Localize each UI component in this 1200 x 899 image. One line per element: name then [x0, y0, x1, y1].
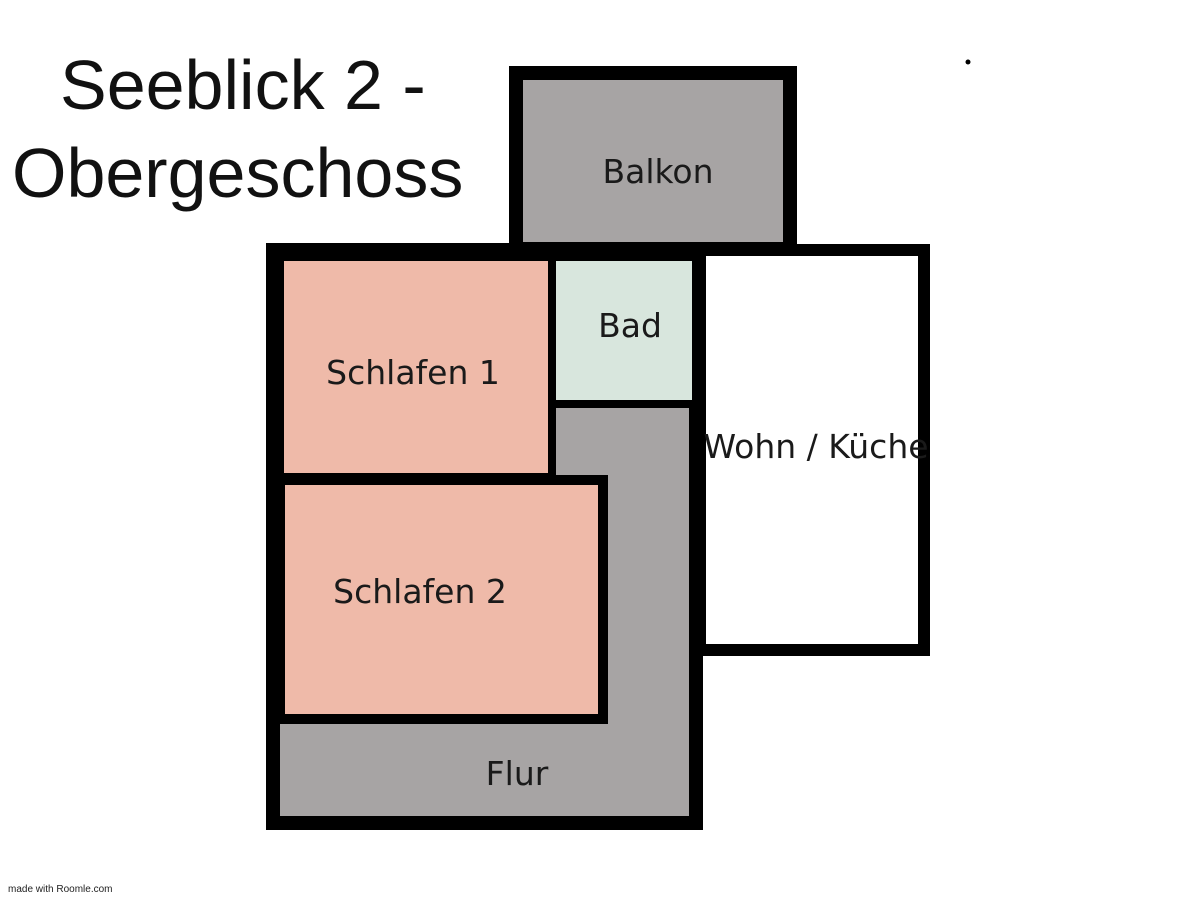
room-schlafen-2 — [275, 475, 608, 724]
label-balkon: Balkon — [602, 152, 713, 191]
plan-title-line-1: Seeblick 2 - — [60, 46, 426, 124]
stray-dot — [965, 59, 971, 65]
label-bad: Bad — [598, 306, 662, 345]
roomle-credit: made with Roomle.com — [8, 884, 113, 895]
room-wohn-kueche — [694, 244, 930, 656]
room-bad — [548, 253, 700, 408]
plan-title-line-2: Obergeschoss — [12, 134, 464, 212]
label-flur: Flur — [486, 754, 549, 793]
label-wohn-kueche: Wohn / Küche — [703, 427, 928, 466]
label-schlafen-1: Schlafen 1 — [326, 353, 500, 392]
label-schlafen-2: Schlafen 2 — [333, 572, 507, 611]
